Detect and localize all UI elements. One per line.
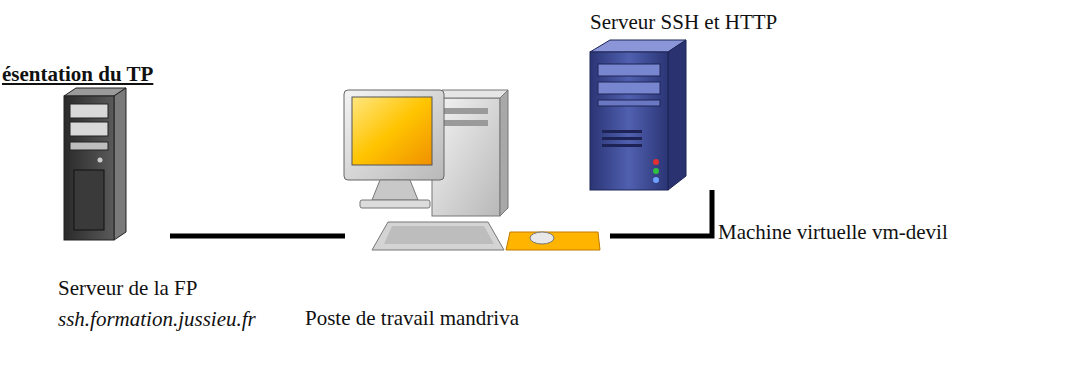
vm-node: Serveur SSH et HTTPMachine virtuelle vm-… (588, 40, 720, 190)
page-heading: ésentation du TP (2, 62, 153, 86)
node-sublabel: ssh.formation.jussieu.fr (58, 307, 256, 331)
workstation-icon (344, 90, 600, 250)
network-link (610, 190, 712, 236)
network-link (170, 234, 345, 239)
node-sublabel: Machine virtuelle vm-devil (718, 220, 948, 244)
workstation-node: Poste de travail mandriva (345, 85, 610, 255)
node-label: Poste de travail mandriva (305, 306, 519, 330)
vm-server-icon (590, 40, 686, 190)
server-node: Serveur de la FPssh.formation.jussieu.fr (55, 85, 170, 250)
tower-server-icon (64, 88, 126, 240)
node-label: Serveur de la FP (58, 276, 197, 300)
node-label: Serveur SSH et HTTP (590, 10, 777, 34)
